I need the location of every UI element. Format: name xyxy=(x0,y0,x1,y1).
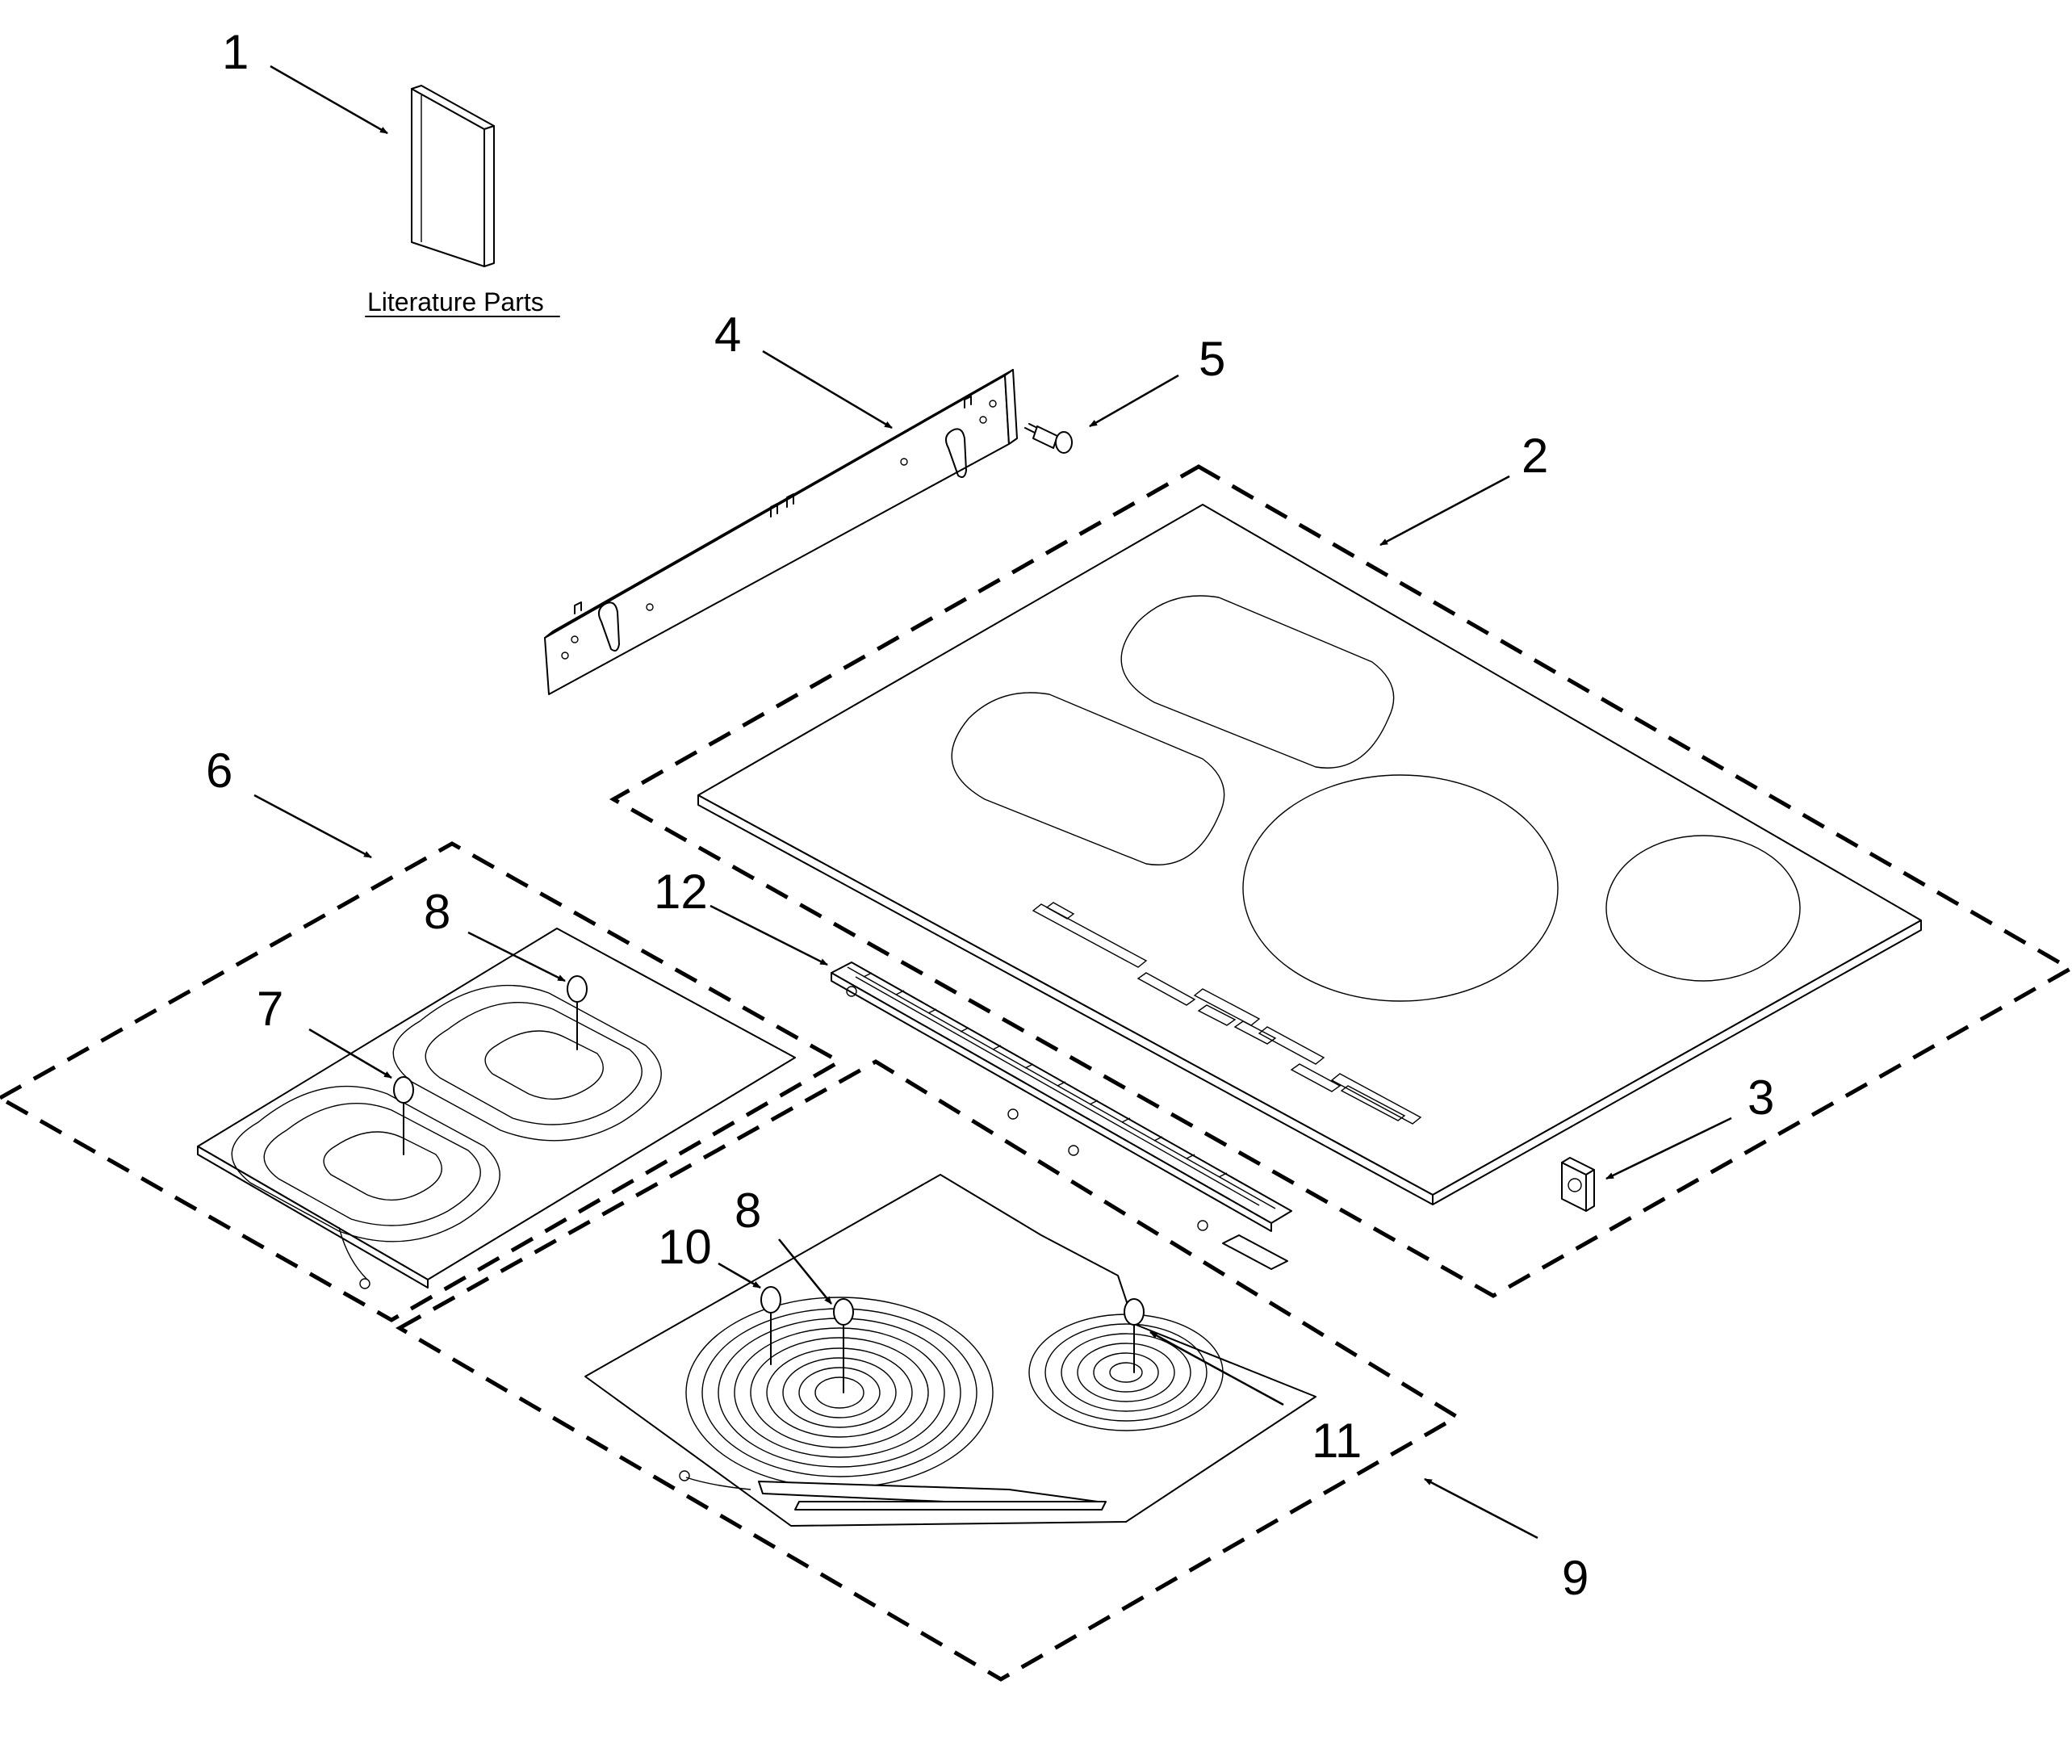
arrow-8-right xyxy=(778,1238,832,1305)
arrow-3 xyxy=(1605,1117,1732,1180)
glass-cooktop[interactable] xyxy=(697,504,1922,1205)
right-sensor-8 xyxy=(833,1298,854,1393)
arrow-4 xyxy=(762,350,893,429)
touch-control-graphics xyxy=(1032,902,1422,1125)
right-element-assembly[interactable] xyxy=(584,1174,1316,1527)
control-board[interactable] xyxy=(831,962,1292,1270)
right-sensor-10 xyxy=(760,1286,781,1365)
arrow-5 xyxy=(1089,374,1179,428)
cooking-zone-rear-left xyxy=(1120,595,1395,769)
cooking-zone-large-round xyxy=(1242,774,1559,1002)
callout-10: 10 xyxy=(658,1220,712,1274)
right-element-assembly-outline xyxy=(395,1059,1461,1682)
callout-8-right: 8 xyxy=(735,1184,761,1238)
callout-2: 2 xyxy=(1522,429,1548,483)
right-small-coil xyxy=(1028,1314,1224,1431)
arrow-1 xyxy=(270,65,388,135)
left-element-assembly-outline xyxy=(0,841,844,1322)
arrow-6 xyxy=(253,794,372,859)
callout-5: 5 xyxy=(1199,332,1225,386)
arrow-8-left xyxy=(467,931,566,983)
mounting-bracket[interactable] xyxy=(544,369,1018,695)
retaining-clip[interactable] xyxy=(1561,1157,1595,1212)
screw[interactable] xyxy=(1024,423,1073,454)
arrow-11 xyxy=(1149,1330,1284,1406)
callout-9: 9 xyxy=(1562,1551,1589,1605)
arrow-12 xyxy=(710,904,828,966)
literature-booklet[interactable] xyxy=(411,85,495,267)
left-sensor-rear xyxy=(567,975,588,1050)
arrow-7 xyxy=(308,1028,392,1079)
left-element-assembly[interactable] xyxy=(197,928,796,1289)
cooking-zone-front-left xyxy=(951,692,1225,865)
cooktop-assembly-outline xyxy=(609,464,2072,1298)
left-front-coil xyxy=(231,1085,500,1242)
callout-12: 12 xyxy=(654,865,708,919)
callout-11: 11 xyxy=(1312,1414,1362,1468)
arrow-2 xyxy=(1379,475,1510,547)
callout-8-left: 8 xyxy=(424,885,450,939)
literature-parts-label: Literature Parts xyxy=(367,287,544,316)
callout-3: 3 xyxy=(1748,1071,1774,1125)
left-rear-coil xyxy=(392,984,662,1142)
callout-7: 7 xyxy=(257,982,283,1036)
callout-6: 6 xyxy=(206,744,232,798)
arrow-10 xyxy=(718,1262,761,1289)
left-sensor-front xyxy=(393,1076,414,1155)
callout-1: 1 xyxy=(222,25,249,79)
right-sensor-11 xyxy=(1124,1298,1145,1373)
arrow-9 xyxy=(1424,1477,1538,1540)
cooking-zone-small-round xyxy=(1605,835,1801,982)
callout-4: 4 xyxy=(714,308,741,362)
